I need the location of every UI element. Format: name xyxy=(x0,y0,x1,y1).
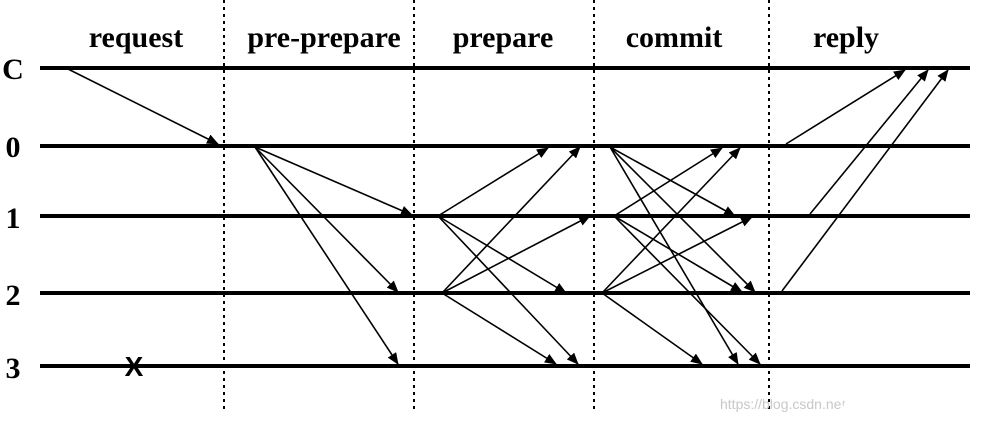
node-label-1: 1 xyxy=(6,202,21,235)
commit-arrow xyxy=(609,146,736,217)
prepare-arrow xyxy=(441,215,591,294)
pre-prepare-arrow xyxy=(254,146,399,365)
node-label-client: C xyxy=(2,53,24,86)
commit-arrow xyxy=(613,147,723,217)
prepare-arrow xyxy=(441,292,557,365)
phase-label-request: request xyxy=(89,21,183,54)
phase-label-reply: reply xyxy=(813,21,879,54)
phase-label-commit: commit xyxy=(626,21,723,54)
prepare-arrow xyxy=(437,215,579,365)
messages xyxy=(67,68,949,365)
phase-label-prepare: prepare xyxy=(453,21,554,54)
commit-arrow xyxy=(609,146,739,365)
pre-prepare-arrow xyxy=(254,146,399,293)
watermark-faint-text: https://blog.csdn.net xyxy=(720,396,845,412)
node-label-0: 0 xyxy=(6,131,21,164)
node-labels: C 0 1 2 3 xyxy=(2,53,24,385)
reply-arrow xyxy=(785,69,906,145)
watermark: https://blog.csdn.net CSDN @o0cot0o xyxy=(720,394,978,414)
prepare-arrow xyxy=(437,215,567,294)
commit-arrow xyxy=(601,292,703,365)
phase-dividers xyxy=(223,0,770,412)
phase-labels: request pre-prepare prepare commit reply xyxy=(89,21,879,54)
prepare-arrow xyxy=(441,146,581,294)
watermark-text: CSDN @o0cot0o xyxy=(840,394,978,414)
commit-arrow xyxy=(601,147,741,294)
prepare-arrow xyxy=(437,147,549,217)
commit-arrow xyxy=(601,216,753,294)
commit-arrow xyxy=(609,146,756,293)
reply-arrow xyxy=(809,69,929,215)
phase-label-pre-prepare: pre-prepare xyxy=(247,21,400,54)
pre-prepare-arrow xyxy=(254,146,413,216)
node-label-2: 2 xyxy=(6,279,21,312)
node-label-3: 3 xyxy=(6,352,21,385)
request-arrow xyxy=(67,68,219,145)
crash-marker: X xyxy=(125,351,144,382)
reply-arrow xyxy=(781,69,949,292)
commit-arrow xyxy=(613,215,761,365)
timelines xyxy=(40,66,970,368)
